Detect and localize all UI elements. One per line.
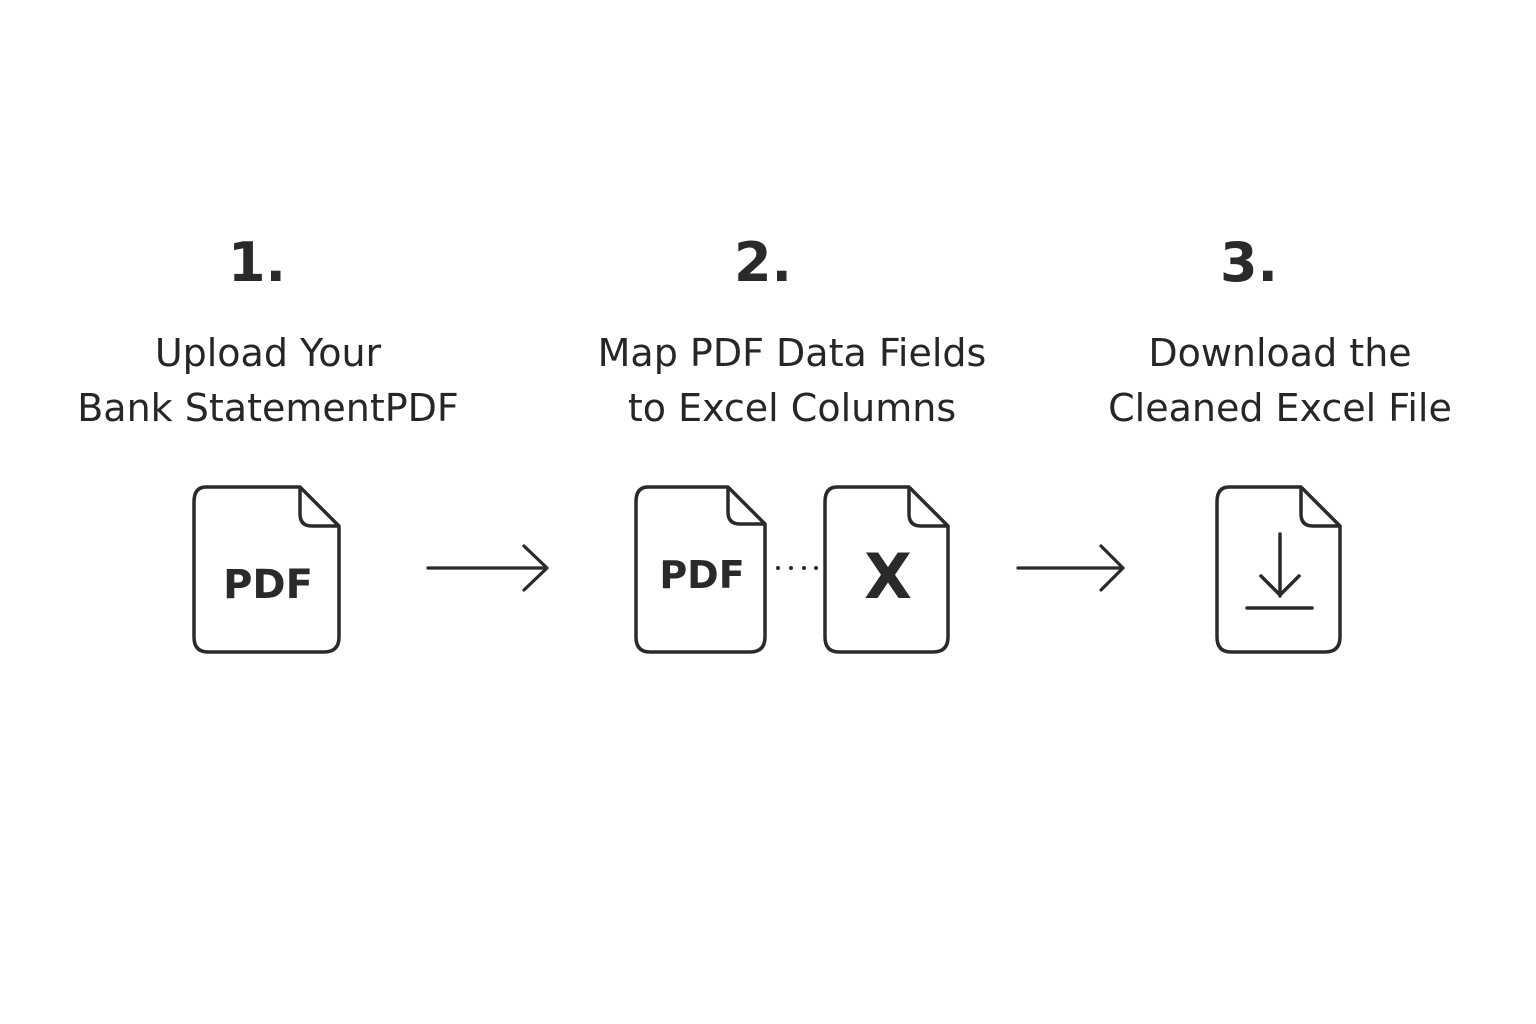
pdf-file-label: PDF: [659, 553, 744, 597]
step-2-title: Map PDF Data Fields to Excel Columns: [562, 326, 1022, 436]
step-1-title: Upload Your Bank StatementPDF: [38, 326, 498, 436]
arrow-right-icon: [426, 544, 549, 592]
step-2-title-line-1: Map PDF Data Fields: [597, 331, 987, 375]
step-3-number: 3.: [1219, 231, 1279, 294]
step-1-number: 1.: [227, 231, 287, 294]
pdf-file-icon: PDF: [192, 485, 341, 654]
pdf-file-icon: PDF: [634, 485, 767, 654]
mapping-dots-icon: [776, 566, 818, 570]
arrow-right-icon: [1016, 544, 1125, 592]
step-2-title-line-2: to Excel Columns: [627, 386, 957, 430]
step-1-title-line-2: Bank StatementPDF: [77, 386, 459, 430]
step-2-number: 2.: [733, 231, 793, 294]
excel-file-label: X: [864, 540, 912, 613]
pdf-file-label: PDF: [223, 562, 313, 608]
step-3-title-line-2: Cleaned Excel File: [1108, 386, 1452, 430]
step-3-title: Download the Cleaned Excel File: [1050, 326, 1510, 436]
excel-file-icon: X: [823, 485, 950, 654]
step-3-title-line-1: Download the: [1148, 331, 1412, 375]
download-arrow-icon: [1245, 532, 1314, 610]
download-file-icon: [1215, 485, 1342, 654]
step-1-title-line-1: Upload Your: [154, 331, 382, 375]
